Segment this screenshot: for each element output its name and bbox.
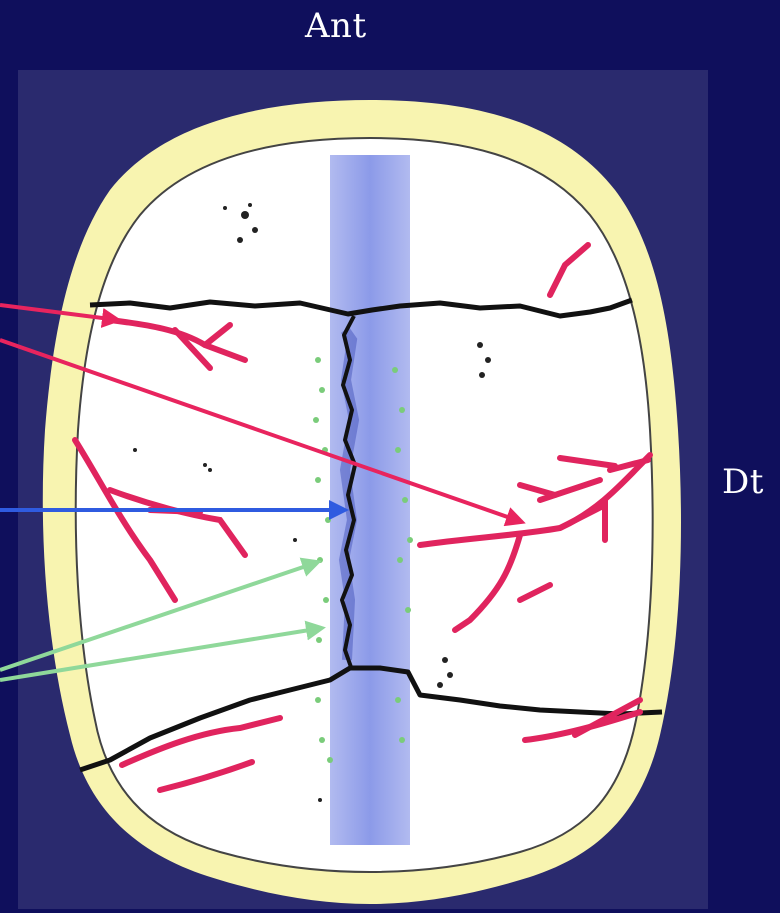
label-anterior: Ant: [305, 6, 367, 46]
sagittal-band: [330, 155, 410, 845]
label-right: Dt: [722, 462, 764, 502]
